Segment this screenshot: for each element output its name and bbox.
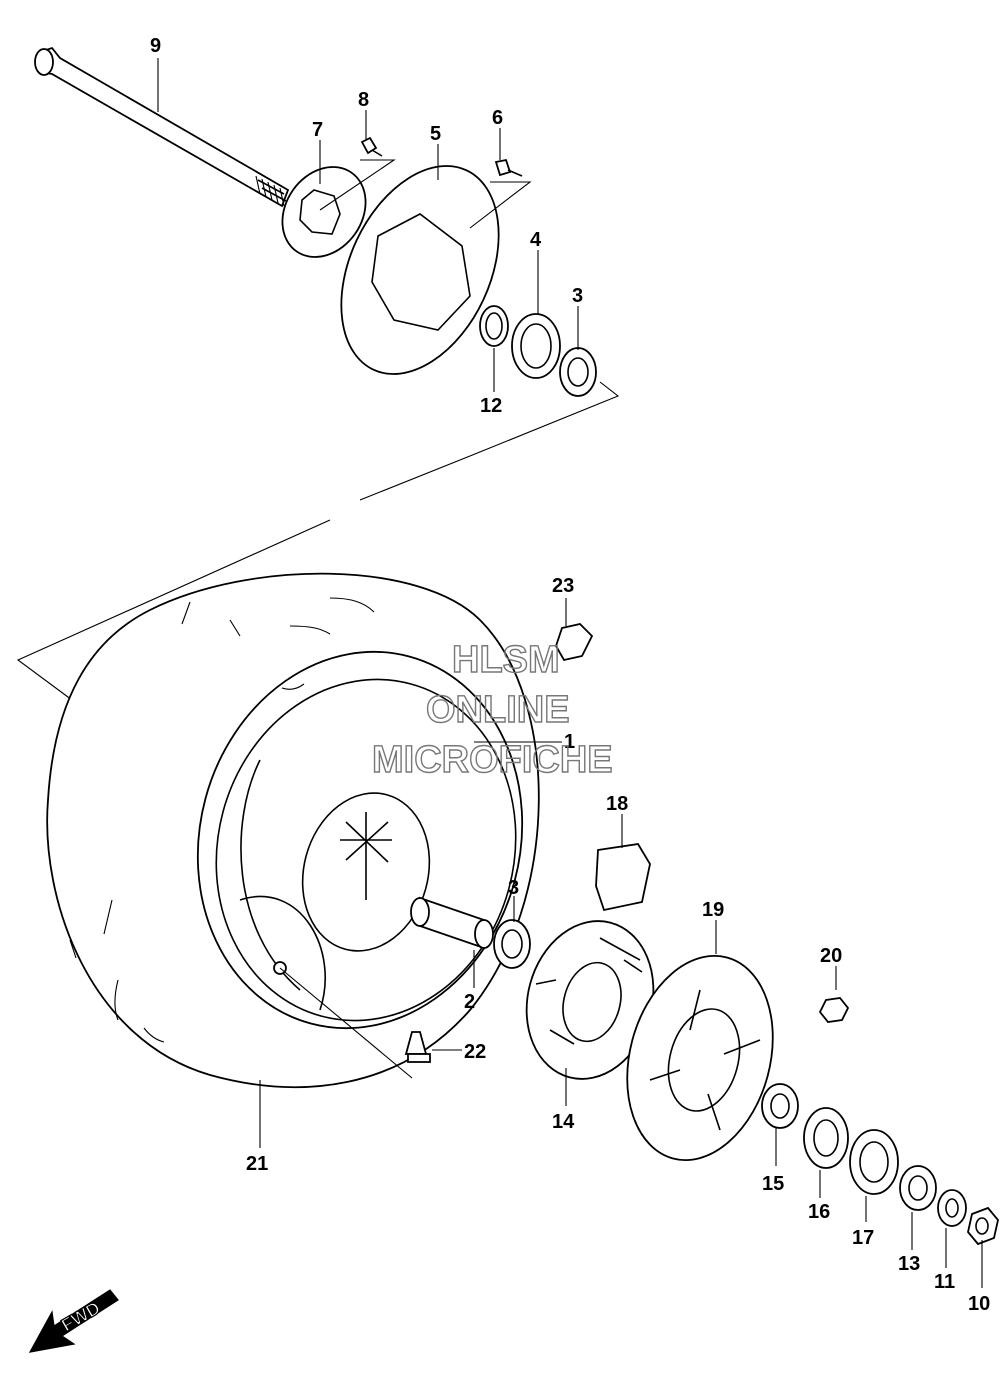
callout-21: 21 [246, 1153, 268, 1175]
bolt-small-part[interactable] [360, 136, 383, 157]
bearing-top-part[interactable] [559, 347, 597, 397]
callout-4: 4 [530, 229, 542, 251]
callout-15: 15 [762, 1173, 784, 1195]
rear-sprocket-part[interactable] [605, 939, 794, 1176]
disc-bolt-part[interactable] [494, 158, 523, 177]
fwd-arrow: FWD [28, 1289, 119, 1353]
callout-20: 20 [820, 945, 842, 967]
callout-12: 12 [480, 395, 502, 417]
watermark-line-3: MICROFICHE [372, 739, 613, 781]
callout-6: 6 [492, 107, 503, 129]
tire-pressure-sensor-part[interactable] [555, 623, 594, 662]
bearing-middle-part[interactable] [493, 919, 531, 969]
callout-22: 22 [464, 1041, 486, 1063]
air-valve-part[interactable] [404, 1031, 431, 1063]
callout-16: 16 [808, 1201, 830, 1223]
oil-seal-lower-part[interactable] [849, 1129, 899, 1195]
callout-19: 19 [702, 899, 724, 921]
callout-3-middle: 3 [508, 877, 519, 899]
callout-18: 18 [606, 793, 628, 815]
callout-1: 1 [564, 731, 575, 753]
callout-7: 7 [312, 119, 323, 141]
callout-8: 8 [358, 89, 369, 111]
callout-9: 9 [150, 35, 161, 57]
fwd-arrow-icon [28, 1289, 119, 1353]
leader-lines [157, 58, 983, 1288]
axle-nut-part[interactable] [967, 1206, 999, 1246]
callout-13: 13 [898, 1253, 920, 1275]
bearing-lower-part[interactable] [803, 1107, 849, 1169]
callout-2: 2 [464, 991, 475, 1013]
callout-23: 23 [552, 575, 574, 597]
brake-disc-part[interactable] [310, 141, 530, 400]
watermark: HLSM ONLINE MICROFICHE [371, 638, 613, 781]
callout-17: 17 [852, 1227, 874, 1249]
collar-part[interactable] [761, 1083, 799, 1129]
washer-part[interactable] [937, 1189, 967, 1227]
disc-plate-part[interactable] [265, 151, 382, 273]
callout-5: 5 [430, 123, 441, 145]
spacer-part[interactable] [479, 305, 509, 347]
callout-14: 14 [552, 1111, 575, 1133]
oil-seal-part[interactable] [511, 313, 561, 379]
wheel-collar-part[interactable] [410, 896, 494, 950]
callout-labels: 9 8 7 5 6 4 3 12 23 1 18 3 19 20 2 22 14… [150, 35, 990, 1315]
axle-part[interactable] [34, 46, 290, 208]
sprocket-nut-part[interactable] [818, 997, 850, 1023]
reflector-part[interactable] [595, 843, 651, 912]
callout-10: 10 [968, 1293, 990, 1315]
callout-3-top: 3 [572, 285, 583, 307]
watermark-line-2: ONLINE [426, 689, 570, 731]
fwd-label: FWD [58, 1298, 103, 1336]
watermark-line-1: HLSM [452, 639, 560, 681]
spacer-lower-part[interactable] [899, 1165, 937, 1211]
callout-11: 11 [934, 1271, 955, 1293]
